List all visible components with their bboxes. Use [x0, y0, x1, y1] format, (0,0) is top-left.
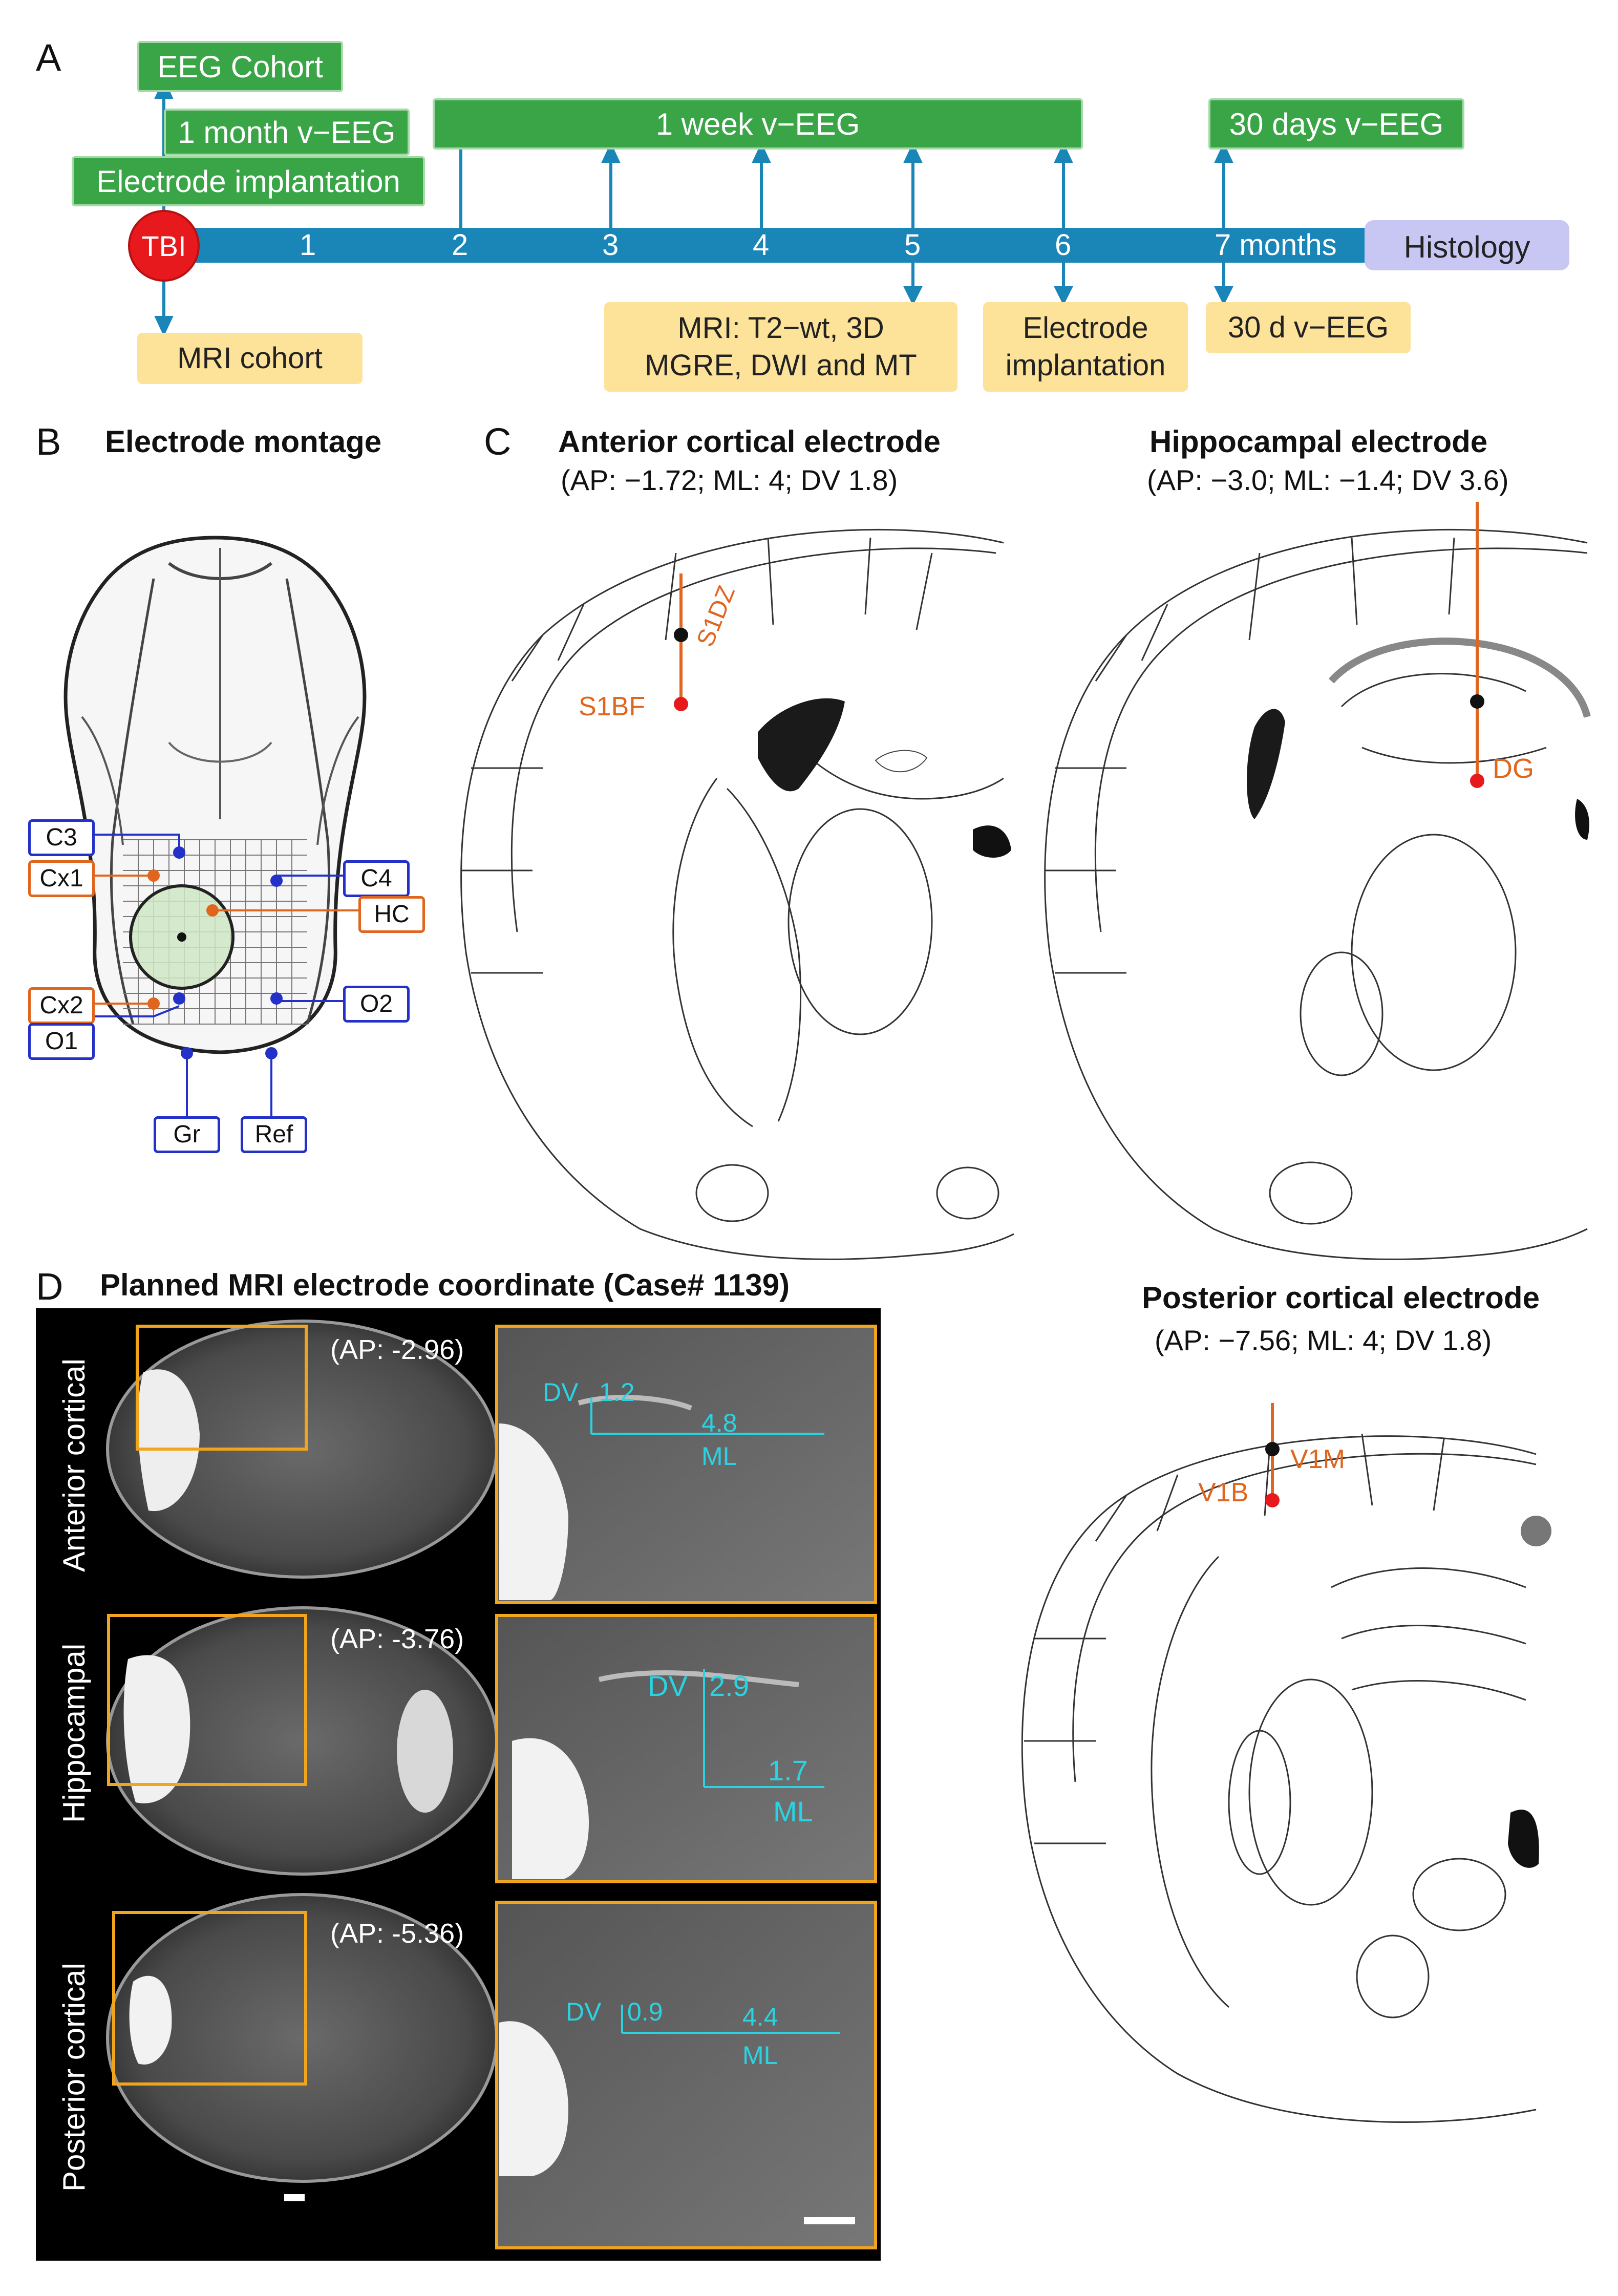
- timeline-bar: [164, 228, 1377, 263]
- ap-label-row1: (AP: -2.96): [330, 1334, 464, 1365]
- tbi-label: TBI: [141, 230, 186, 262]
- ventricle-hippocampal: [1247, 709, 1285, 819]
- electrode-o2: O2: [343, 986, 410, 1023]
- histology-label: Histology: [1403, 230, 1530, 264]
- ml-label-row1: ML: [701, 1442, 737, 1471]
- panel-c-letter: C: [484, 420, 512, 463]
- dv-value-row3: 0.9: [627, 1997, 663, 2026]
- anterior-electrode-coord: (AP: −1.72; ML: 4; DV 1.8): [561, 464, 898, 496]
- electrode-cx1-label: Cx1: [39, 865, 83, 892]
- timeline-graphics: [128, 78, 1569, 337]
- one-week-veeg-label: 1 week v−EEG: [655, 107, 860, 141]
- electrode-cx2: Cx2: [28, 987, 95, 1024]
- ml-label-row2: ML: [773, 1795, 813, 1827]
- dv-value-row2: 2.9: [709, 1670, 749, 1702]
- label-v1m: V1M: [1290, 1444, 1345, 1474]
- thirty-days-veeg-label: 30 days v−EEG: [1229, 107, 1444, 141]
- mri-protocol-line2: MGRE, DWI and MT: [645, 348, 917, 382]
- posterior-electrode-title: Posterior cortical electrode: [1142, 1281, 1540, 1315]
- eeg-cohort-label: EEG Cohort: [157, 49, 323, 84]
- dv-label-row3: DV: [566, 1997, 602, 2026]
- electrode-c3: C3: [28, 819, 95, 856]
- label-s1bf: S1BF: [579, 692, 646, 721]
- tick-1: 1: [300, 228, 316, 262]
- electrode-o1: O1: [28, 1023, 95, 1060]
- hippocampal-electrode-coord: (AP: −3.0; ML: −1.4; DV 3.6): [1147, 464, 1509, 496]
- electrode-hc: HC: [358, 896, 425, 933]
- posterior-electrode-coord: (AP: −7.56; ML: 4; DV 1.8): [1155, 1324, 1492, 1356]
- tick-3: 3: [602, 228, 619, 262]
- thirty-d-veeg-label: 30 d v−EEG: [1227, 310, 1389, 344]
- one-week-veeg-box: 1 week v−EEG: [433, 98, 1083, 150]
- mri-panel-title: Planned MRI electrode coordinate (Case# …: [100, 1268, 790, 1302]
- electrode-implantation-bottom-line1: Electrode: [1023, 311, 1148, 345]
- thirty-days-veeg-box: 30 days v−EEG: [1208, 98, 1464, 150]
- anterior-electrode-title: Anterior cortical electrode: [558, 424, 941, 459]
- electrode-ref-label: Ref: [254, 1121, 293, 1148]
- electrode-implantation-top-box: Electrode implantation: [72, 156, 425, 206]
- ml-value-row1: 4.8: [701, 1409, 737, 1437]
- ventricle-anterior: [758, 698, 845, 792]
- mri-cohort-label: MRI cohort: [177, 341, 323, 375]
- tick-2: 2: [452, 228, 469, 262]
- electrode-hc-label: HC: [374, 901, 410, 928]
- dv-label-row2: DV: [648, 1670, 688, 1702]
- panel-d-letter: D: [36, 1265, 63, 1308]
- panel-a-letter: A: [36, 36, 61, 79]
- electrode-gr-label: Gr: [173, 1121, 201, 1148]
- dv-value-row1: 1.2: [599, 1378, 635, 1407]
- tick-4: 4: [753, 228, 770, 262]
- thirty-d-veeg-box: 30 d v−EEG: [1206, 302, 1411, 353]
- tbi-circle: [128, 210, 200, 282]
- electrode-implantation-bottom-line2: implantation: [1005, 348, 1166, 382]
- electrode-o1-label: O1: [45, 1028, 78, 1055]
- hippocampal-electrode-title: Hippocampal electrode: [1149, 424, 1488, 459]
- electrode-cx2-label: Cx2: [39, 992, 83, 1019]
- ml-value-row3: 4.4: [742, 2003, 778, 2031]
- one-month-veeg-box: 1 month v−EEG: [164, 109, 410, 156]
- electrode-montage-title: Electrode montage: [105, 424, 382, 459]
- label-dg: DG: [1493, 753, 1534, 784]
- tick-5: 5: [904, 228, 921, 262]
- eeg-cohort-box: EEG Cohort: [137, 41, 343, 92]
- one-month-veeg-label: 1 month v−EEG: [178, 115, 396, 150]
- histology-box: [1365, 220, 1569, 270]
- mri-cohort-box: MRI cohort: [137, 333, 363, 384]
- panel-b-letter: B: [36, 420, 61, 463]
- electrode-c3-label: C3: [46, 824, 77, 851]
- ap-label-row3: (AP: -5.36): [330, 1918, 464, 1949]
- electrode-implantation-top-label: Electrode implantation: [96, 164, 400, 199]
- mri-protocol-line1: MRI: T2−wt, 3D: [677, 311, 884, 345]
- tick-7-months: 7 months: [1215, 228, 1337, 262]
- electrode-ref: Ref: [241, 1116, 307, 1153]
- electrode-cx1: Cx1: [28, 860, 95, 897]
- electrode-implantation-bottom-box: Electrode implantation: [983, 302, 1188, 392]
- ml-label-row3: ML: [742, 2041, 778, 2070]
- ml-value-row2: 1.7: [768, 1754, 808, 1787]
- mri-protocol-box: MRI: T2−wt, 3D MGRE, DWI and MT: [604, 302, 957, 392]
- electrode-c4-label: C4: [360, 865, 392, 892]
- electrode-gr: Gr: [154, 1116, 220, 1153]
- ap-label-row2: (AP: -3.76): [330, 1624, 464, 1654]
- tick-6: 6: [1055, 228, 1072, 262]
- dv-label-row1: DV: [543, 1378, 579, 1407]
- electrode-o2-label: O2: [359, 990, 393, 1017]
- label-v1b: V1B: [1198, 1478, 1249, 1507]
- electrode-c4: C4: [343, 860, 410, 897]
